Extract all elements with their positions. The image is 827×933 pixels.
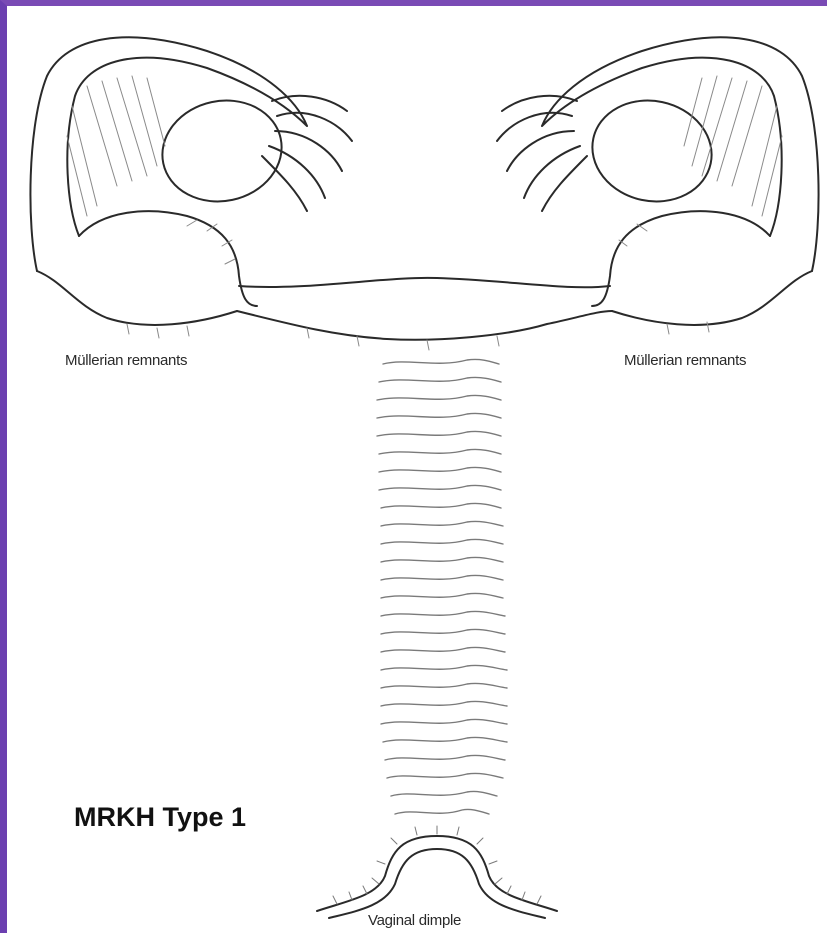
right-mullerian-remnant bbox=[592, 211, 812, 325]
mrkh-illustration bbox=[7, 6, 827, 933]
left-remnant-label: Müllerian remnants bbox=[65, 352, 187, 369]
right-ovary bbox=[583, 90, 721, 213]
diagram-title: MRKH Type 1 bbox=[74, 802, 246, 833]
vaginal-cord-striations bbox=[377, 359, 507, 814]
right-remnant-label: Müllerian remnants bbox=[624, 352, 746, 369]
left-fimbriae bbox=[262, 96, 352, 211]
left-mullerian-remnant bbox=[37, 211, 257, 325]
vaginal-dimple-label: Vaginal dimple bbox=[368, 912, 461, 929]
vaginal-dimple-shape bbox=[317, 826, 557, 918]
left-ovary bbox=[153, 90, 291, 213]
connecting-band bbox=[237, 278, 612, 340]
right-fimbriae bbox=[497, 96, 587, 211]
